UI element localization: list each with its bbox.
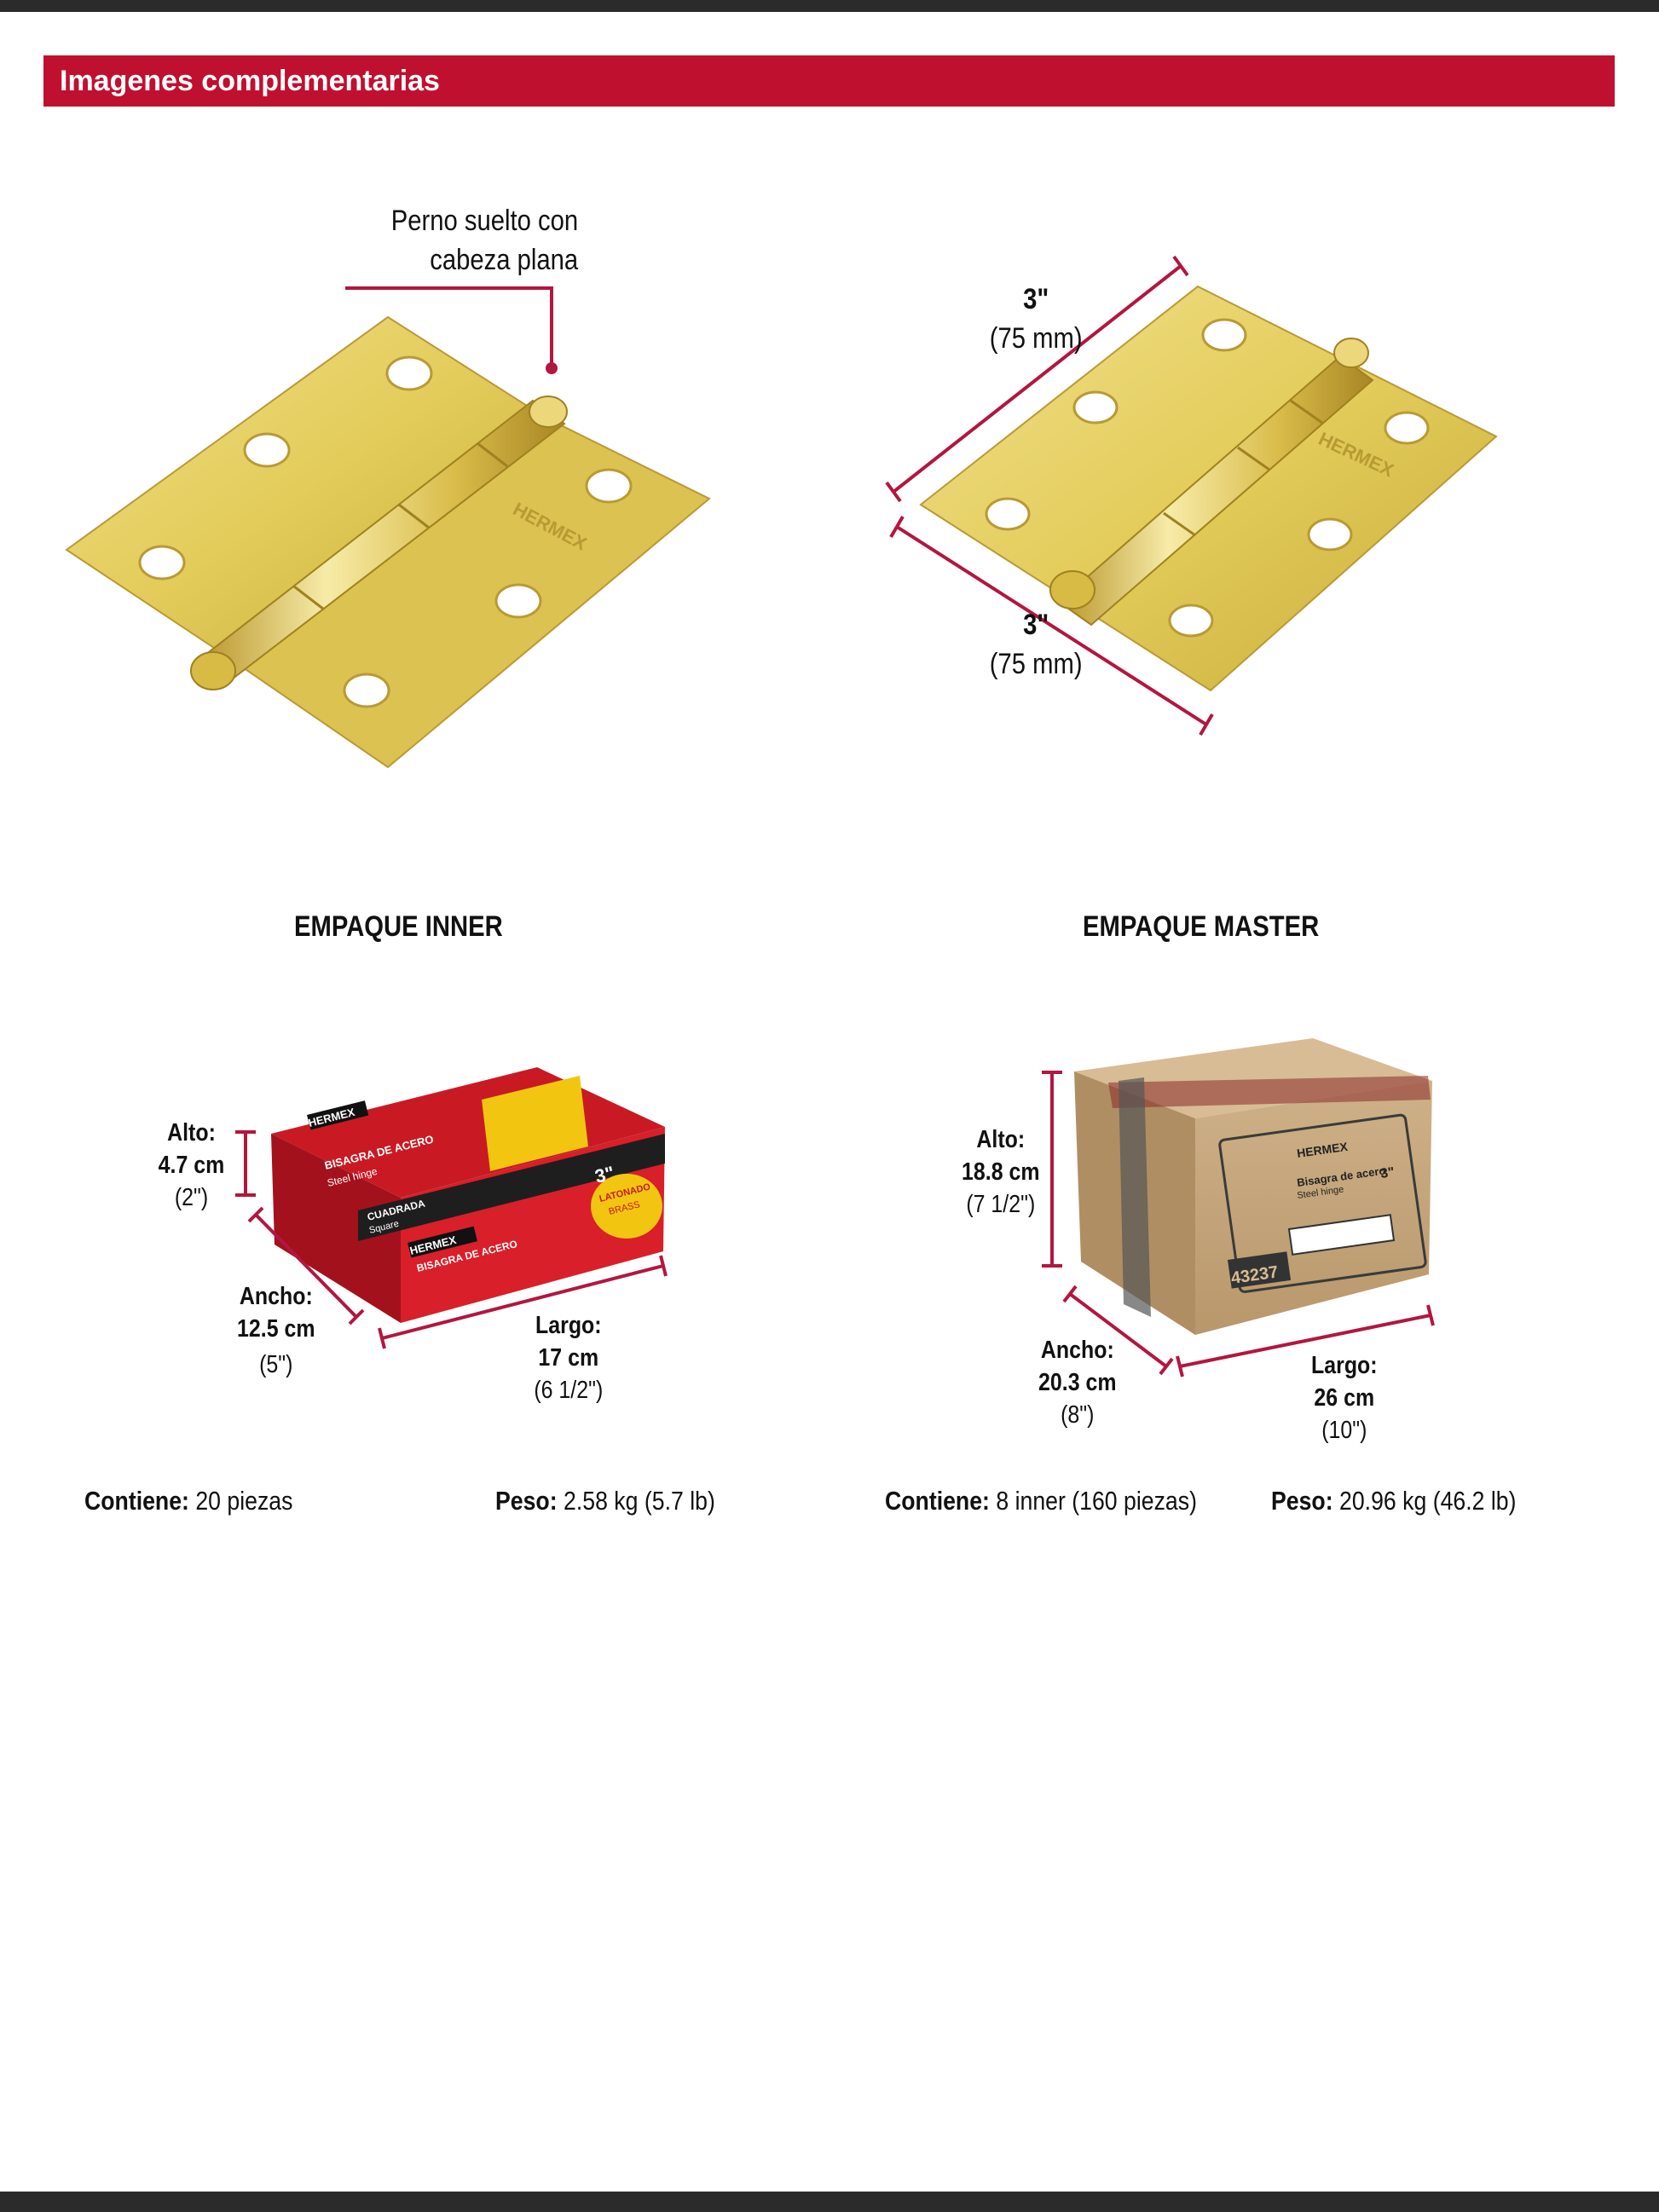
dim-hinge-bottom-metric: (75 mm) (989, 648, 1083, 680)
hinge-right-knuckle (1057, 355, 1374, 627)
inner-peso-label: Peso: (495, 1486, 558, 1516)
master-box-print-frame (1218, 1113, 1427, 1293)
master-ancho-cm: 20.3 cm (1038, 1369, 1117, 1396)
inner-box-label-panel (482, 1076, 588, 1171)
inner-largo-label: Largo: (535, 1312, 602, 1339)
master-contiene-value: 8 inner (160 piezas) (989, 1486, 1197, 1516)
callout-line-2: cabeza plana (430, 244, 579, 276)
inner-box-image: HERMEX BISAGRA DE ACERO Steel hinge 3" C… (271, 1067, 665, 1323)
screw-hole (343, 673, 390, 708)
master-peso-label: Peso: (1271, 1486, 1333, 1516)
top-bar (0, 0, 1659, 12)
dimension-lines-inner (235, 1130, 668, 1349)
bottom-bar (0, 2192, 1659, 2212)
master-largo-cm: 26 cm (1314, 1384, 1375, 1412)
master-peso-value: 20.96 kg (46.2 lb) (1332, 1486, 1517, 1516)
screw-hole (243, 432, 291, 468)
master-box-size: 3" (1379, 1165, 1396, 1181)
dim-hinge-top-metric: (75 mm) (989, 322, 1083, 355)
inner-alto-in: (2") (174, 1184, 209, 1211)
inner-ancho-in: (5") (259, 1351, 293, 1378)
master-dim-largo: Largo: 26 cm (10") (1286, 1349, 1403, 1447)
section-header: Imagenes complementarias (43, 55, 1615, 107)
inner-dim-alto: Alto: 4.7 cm (2") (136, 1117, 246, 1214)
screw-hole (138, 545, 186, 580)
inner-ancho-cm: 12.5 cm (237, 1315, 315, 1343)
master-dim-alto: Alto: 18.8 cm (7 1/2") (942, 1123, 1060, 1221)
screw-hole (1307, 517, 1353, 552)
master-alto-in: (7 1/2") (966, 1191, 1036, 1218)
hinge-left-pin-bottom (190, 651, 236, 690)
screw-hole (385, 355, 433, 391)
inner-box-badge (591, 1174, 662, 1239)
inner-peso-value: 2.58 kg (5.7 lb) (557, 1486, 715, 1516)
master-ancho-in: (8") (1061, 1401, 1095, 1429)
master-section-title: EMPAQUE MASTER (1083, 910, 1320, 943)
hinge-left-pin-top (529, 396, 568, 428)
master-box-front (1195, 1081, 1432, 1335)
master-largo-in: (10") (1321, 1417, 1367, 1444)
master-largo-label: Largo: (1311, 1352, 1378, 1379)
hinge-right-pin-top (1333, 338, 1369, 368)
inner-peso: Peso: 2.58 kg (5.7 lb) (495, 1486, 715, 1516)
hinge-right-image: HERMEX (919, 285, 1498, 692)
inner-contiene-label: Contiene: (84, 1486, 189, 1516)
inner-contiene: Contiene: 20 piezas (84, 1486, 292, 1516)
inner-largo-in: (6 1/2") (534, 1377, 604, 1404)
master-dim-ancho: Ancho: 20.3 cm (8") (1019, 1334, 1136, 1431)
inner-box-band (358, 1134, 665, 1241)
master-peso: Peso: 20.96 kg (46.2 lb) (1271, 1486, 1517, 1516)
screw-hole (585, 468, 633, 504)
inner-box-side (271, 1134, 401, 1323)
inner-alto-cm: 4.7 cm (158, 1152, 225, 1179)
master-box-barcode (1287, 1214, 1396, 1256)
inner-dim-ancho: Ancho: 12.5 cm (5") (217, 1280, 335, 1381)
inner-alto-label: Alto: (167, 1119, 216, 1146)
dimension-lines-master (1042, 1071, 1435, 1377)
screw-hole (494, 583, 542, 619)
inner-contiene-value: 20 piezas (188, 1486, 293, 1516)
master-ancho-label: Ancho: (1040, 1337, 1114, 1364)
hinge-right-pin-bottom (1049, 570, 1095, 609)
dimension-lines-hinge (885, 255, 1214, 736)
screw-hole (985, 497, 1031, 531)
hinge-left-image: HERMEX (65, 315, 711, 769)
dim-hinge-bottom-value: 3" (1023, 609, 1049, 641)
screw-hole (1168, 604, 1214, 638)
dim-hinge-bottom: 3" (75 mm) (948, 605, 1124, 684)
master-contiene-label: Contiene: (885, 1486, 990, 1516)
master-box-image: HERMEX Bisagra de acero Steel hinge 3" 4… (1074, 1038, 1432, 1335)
callout-line-1: Perno suelto con (390, 205, 579, 237)
inner-largo-cm: 17 cm (538, 1344, 599, 1372)
inner-ancho-label: Ancho: (239, 1283, 313, 1310)
dim-hinge-top-value: 3" (1023, 283, 1049, 315)
screw-hole (1072, 390, 1119, 424)
dim-hinge-top: 3" (75 mm) (948, 280, 1124, 358)
master-alto-cm: 18.8 cm (962, 1158, 1040, 1186)
master-box-tape-red (1108, 1076, 1431, 1108)
inner-section-title: EMPAQUE INNER (294, 910, 503, 943)
inner-dim-largo: Largo: 17 cm (6 1/2") (510, 1309, 627, 1406)
callout-perno: Perno suelto con cabeza plana (307, 201, 578, 280)
master-contiene: Contiene: 8 inner (160 piezas) (885, 1486, 1197, 1516)
screw-hole (1201, 318, 1247, 352)
callout-leader (345, 286, 558, 374)
master-box-tape-dark (1119, 1077, 1151, 1317)
master-alto-label: Alto: (976, 1126, 1026, 1153)
screw-hole (1384, 411, 1430, 445)
